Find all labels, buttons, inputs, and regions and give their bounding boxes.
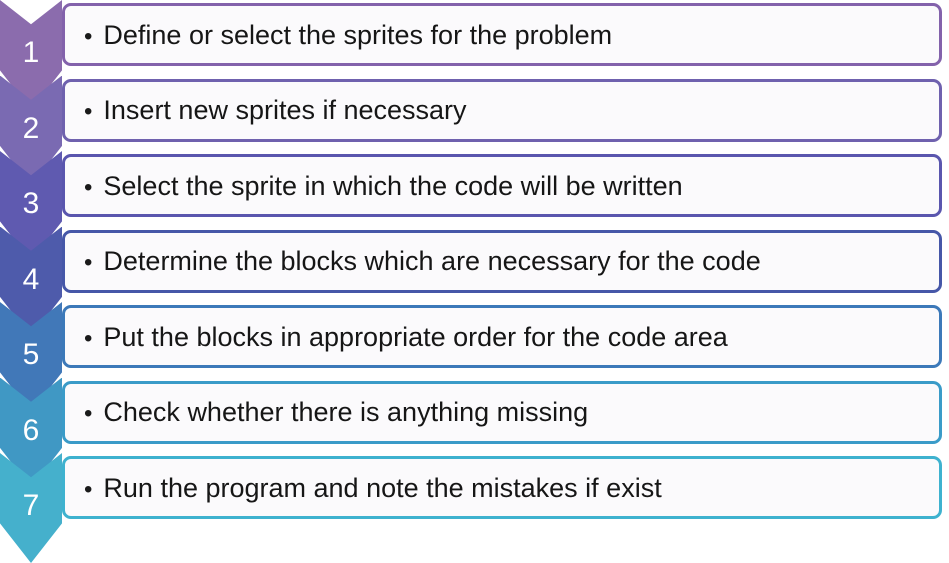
process-step-4: • Determine the blocks which are necessar… [0,226,949,337]
step-number: 2 [22,111,40,145]
step-label: Put the blocks in appropriate order for … [103,321,728,352]
bullet-icon: • [84,249,93,276]
process-step-1: • Define or select the sprites for the pr… [0,0,949,110]
bullet-line: • Select the sprite in which the code wil… [65,171,683,201]
bullet-line: • Determine the blocks which are necessar… [65,246,761,276]
step-text-box: • Insert new sprites if necessary [62,78,942,142]
step-text-box: • Define or select the sprites for the pr… [62,3,942,66]
step-number: 3 [22,187,40,220]
bullet-icon: • [84,98,93,125]
bullet-icon: • [84,22,93,50]
process-step-7: • Run the program and note the mistakes i… [0,453,949,563]
step-text-box: • Check whether there is anything missing [62,380,942,444]
step-text-box: • Run the program and note the mistakes i… [62,456,942,519]
step-number: 6 [22,413,40,447]
step-number: 4 [22,262,40,296]
bullet-line: • Insert new sprites if necessary [65,95,467,125]
bullet-line: • Run the program and note the mistakes i… [65,473,662,503]
step-label: Determine the blocks which are necessary… [103,246,761,276]
process-step-6: • Check whether there is anything missing… [0,377,949,488]
step-text-box: • Put the blocks in appropriate order for… [62,305,942,368]
process-step-3: • Select the sprite in which the code wil… [0,151,949,261]
process-step-5: • Put the blocks in appropriate order for… [0,302,949,412]
bullet-line: • Define or select the sprites for the pr… [65,20,612,50]
step-label: Select the sprite in which the code will… [103,170,683,201]
step-label: Check whether there is anything missing [103,397,589,427]
step-number: 7 [22,489,40,522]
step-number: 5 [22,338,40,371]
step-text-box: • Determine the blocks which are necessar… [62,229,942,293]
step-label: Insert new sprites if necessary [103,95,467,125]
step-text-box: • Select the sprite in which the code wil… [62,154,942,217]
step-label: Run the program and note the mistakes if… [103,472,662,503]
step-number: 1 [22,36,40,69]
bullet-line: • Put the blocks in appropriate order for… [65,322,728,352]
step-label: Define or select the sprites for the pro… [103,19,613,50]
bullet-icon: • [84,324,93,352]
process-step-2: • Insert new sprites if necessary 2 [0,75,949,186]
bullet-line: • Check whether there is anything missing [65,397,588,427]
bullet-icon: • [84,173,93,201]
bullet-icon: • [84,475,93,503]
bullet-icon: • [84,400,93,427]
